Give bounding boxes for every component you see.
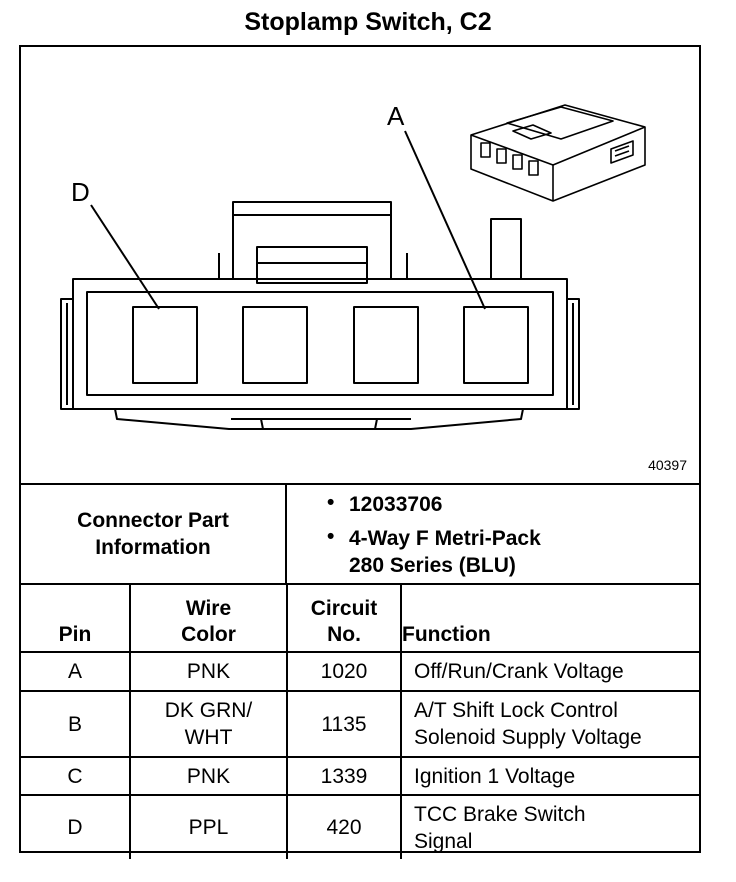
connector-sheet: D A 40397 Connector Part [19, 45, 701, 859]
header-wire-color-line2: Color [181, 623, 236, 646]
pin-cell: D [21, 794, 131, 859]
connector-description: 4-Way F Metri-Pack 280 Series (BLU) [349, 525, 541, 579]
function-line1: A/T Shift Lock Control [414, 699, 618, 722]
wire-color-cell: PNK [129, 651, 288, 692]
top-latch [218, 201, 408, 284]
function-line2: Solenoid Supply Voltage [414, 726, 642, 749]
cavity-d [132, 306, 198, 384]
connector-info-label-line1: Connector Part [77, 509, 229, 532]
connector-info-row: Connector Part Information • 12033706 • … [21, 483, 699, 583]
wire-color-line2: WHT [184, 726, 233, 749]
wire-color-cell: DK GRN/ WHT [129, 690, 288, 758]
pin-cell: C [21, 756, 131, 796]
pinout-table: Pin Wire Color Circuit No. Function A PN… [21, 583, 699, 859]
header-circuit-line2: No. [327, 623, 361, 646]
connector-diagram: D A 40397 [21, 47, 699, 483]
leader-line-d [90, 204, 160, 310]
cavity-c [242, 306, 308, 384]
function-cell: Off/Run/Crank Voltage [400, 651, 699, 692]
circuit-cell: 1020 [286, 651, 402, 692]
circuit-cell: 420 [286, 794, 402, 859]
cavity-a [463, 306, 529, 384]
connector-description-line1: 4-Way F Metri-Pack [349, 527, 541, 550]
page-title: Stoplamp Switch, C2 [244, 8, 492, 36]
wire-color-cell: PNK [129, 756, 288, 796]
cavity-b [353, 306, 419, 384]
locking-tab [490, 218, 522, 279]
function-cell: Ignition 1 Voltage [400, 756, 699, 796]
bullet-part-number: • [327, 491, 335, 514]
pin-cell: B [21, 690, 131, 758]
table-row: D PPL 420 TCC Brake Switch Signal [21, 794, 699, 859]
callout-d: D [71, 177, 90, 207]
header-circuit: Circuit No. [286, 583, 402, 653]
header-function: Function [400, 583, 699, 653]
leader-line-a [404, 130, 486, 310]
function-cell: TCC Brake Switch Signal [400, 794, 699, 859]
connector-info-label-line2: Information [95, 536, 211, 559]
header-wire-color-line1: Wire [185, 597, 232, 620]
function-line1: TCC Brake Switch [414, 802, 586, 826]
part-number: 12033706 [349, 493, 443, 516]
header-pin: Pin [21, 583, 131, 653]
wire-color-line1: DK GRN/ [164, 699, 253, 722]
table-row: B DK GRN/ WHT 1135 A/T Shift Lock Contro… [21, 690, 699, 758]
pin-cell: A [21, 651, 131, 692]
bullet-description: • [327, 525, 335, 548]
table-header-row: Pin Wire Color Circuit No. Function [21, 583, 699, 653]
table-row: A PNK 1020 Off/Run/Crank Voltage [21, 651, 699, 692]
connector-description-line2: 280 Series (BLU) [349, 554, 516, 577]
header-circuit-line1: Circuit [310, 597, 378, 620]
function-cell: A/T Shift Lock Control Solenoid Supply V… [400, 690, 699, 758]
connector-body [60, 278, 580, 430]
circuit-cell: 1135 [286, 690, 402, 758]
connector-info-values: • 12033706 • 4-Way F Metri-Pack 280 Seri… [287, 485, 699, 583]
connector-face-view: D A [60, 101, 646, 430]
wire-color-cell: PPL [129, 794, 288, 859]
header-wire-color: Wire Color [129, 583, 288, 653]
callout-a: A [387, 101, 405, 131]
circuit-cell: 1339 [286, 756, 402, 796]
table-row: C PNK 1339 Ignition 1 Voltage [21, 756, 699, 796]
figure-number: 40397 [648, 457, 687, 473]
connector-thumbnail [470, 104, 646, 202]
connector-info-label: Connector Part Information [21, 485, 287, 583]
function-line2: Signal [414, 829, 473, 853]
